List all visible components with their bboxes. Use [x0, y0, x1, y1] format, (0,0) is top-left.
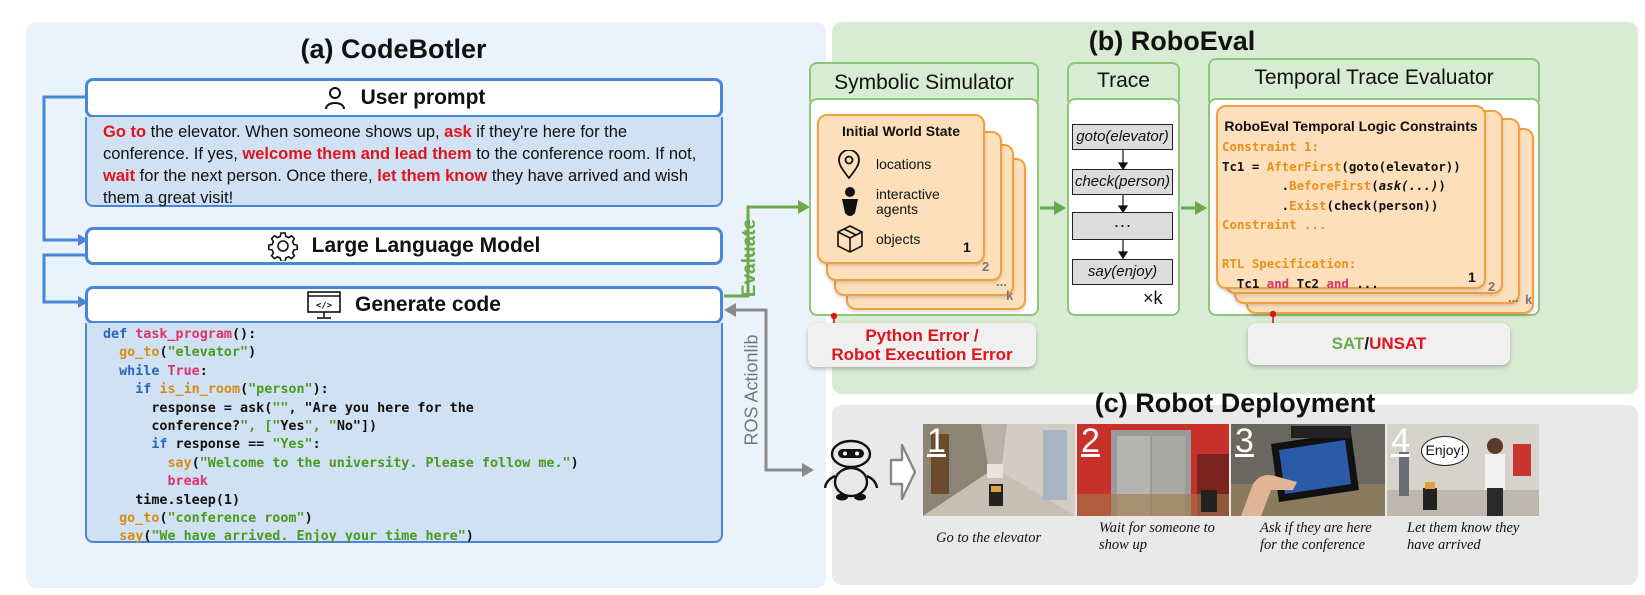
- constraints-code: Constraint 1: Tc1 = AfterFirst(goto(elev…: [1222, 139, 1461, 291]
- interactive-agents-label: interactive agents: [876, 186, 940, 217]
- code-window-icon: </>: [307, 291, 341, 319]
- result-sep: /: [1364, 334, 1370, 353]
- prompt-action: welcome them and lead them: [242, 145, 472, 163]
- trace-multiplier: ×k: [1143, 288, 1163, 308]
- person-icon: [324, 87, 345, 110]
- photo-1-caption: Go to the elevator: [936, 530, 1042, 546]
- photo-3-caption: Ask if they are here for the conference: [1260, 520, 1372, 553]
- evaluate-label: Evaluate: [739, 218, 760, 298]
- prompt-segment: for the next person. Once there,: [135, 167, 378, 185]
- code-line: go_to("elevator"): [119, 345, 257, 361]
- sim-stack-1: 1: [963, 239, 971, 255]
- panel-b-title: (b) RoboEval: [1088, 26, 1256, 56]
- error-line-1: Python Error /: [865, 326, 979, 345]
- photo-ask-screen: 3: [1231, 424, 1385, 516]
- user-prompt-header: User prompt: [85, 78, 723, 118]
- agent-icon: [842, 187, 858, 216]
- code-line: break: [167, 474, 208, 490]
- photo-3-number: 3: [1235, 424, 1254, 460]
- code-line: response = ask("", "Are you here for the: [103, 400, 474, 416]
- sim-stack-2: 2: [982, 259, 990, 274]
- photo-2-caption: Wait for someone to show up: [1099, 520, 1215, 553]
- simulator-title: Symbolic Simulator: [809, 62, 1039, 102]
- photo-1-number: 1: [927, 424, 946, 460]
- svg-text:</>: </>: [316, 301, 333, 311]
- error-line-2: Robot Execution Error: [831, 345, 1013, 364]
- prompt-segment: they have arrived and wish them a great …: [103, 167, 689, 207]
- code-line: if response == "Yes":: [151, 437, 321, 453]
- eval-stack-dots: ...: [1508, 290, 1519, 305]
- prompt-segment: the elevator. When someone shows up,: [146, 123, 445, 141]
- panel-a-title: (a) CodeBotler: [300, 34, 487, 64]
- evaluator-title: Temporal Trace Evaluator: [1208, 58, 1540, 102]
- sim-to-trace-arrow: [1040, 201, 1066, 215]
- photo-2-number: 2: [1081, 424, 1100, 460]
- code-line: def task_program():: [103, 327, 257, 342]
- llm-label: Large Language Model: [311, 234, 541, 257]
- photo-4-caption: Let them know they have arrived: [1407, 520, 1520, 553]
- prompt-action: let them know: [377, 167, 488, 185]
- prompt-segment: if they're here for the conference. If y…: [103, 123, 628, 163]
- deploy-arrow-icon: [889, 443, 917, 501]
- sim-stack-k: k: [1006, 288, 1014, 303]
- sim-stack-dots: ...: [996, 274, 1007, 289]
- trace-step-say: say(enjoy): [1072, 259, 1173, 285]
- evaluate-arrow: [724, 200, 810, 298]
- ros-actionlib-arrow: [724, 303, 814, 477]
- code-line: go_to("conference room"): [119, 511, 313, 527]
- panel-c-title: (c) Robot Deployment: [1094, 388, 1376, 418]
- code-line: say("We have arrived. Enjoy your time he…: [119, 529, 474, 545]
- locations-label: locations: [876, 156, 932, 172]
- unsat-label: UNSAT: [1369, 334, 1427, 353]
- photo-4-number: 4: [1391, 424, 1410, 460]
- trace-step-goto: goto(elevator): [1072, 124, 1173, 150]
- photo-hallway: 1: [923, 424, 1075, 516]
- constraints-title: RoboEval Temporal Logic Constraints: [1224, 118, 1478, 134]
- location-pin-icon: [838, 150, 860, 180]
- code-block: def task_program(): go_to("elevator") wh…: [85, 323, 723, 545]
- trace-step-check: check(person): [1072, 169, 1173, 195]
- photo-elevator: 2: [1077, 424, 1229, 516]
- photo-arrived: 4 Enjoy!: [1387, 424, 1539, 516]
- ros-actionlib-label: ROS Actionlib: [741, 334, 762, 446]
- code-line: if is_in_room("person"):: [135, 382, 329, 398]
- eval-stack-2: 2: [1488, 279, 1496, 294]
- trace-step-dots: ···: [1072, 212, 1173, 240]
- prompt-action: Go to: [103, 123, 147, 141]
- code-line: while True:: [119, 363, 208, 379]
- speech-bubble: Enjoy!: [1421, 436, 1469, 466]
- user-prompt-label: User prompt: [360, 86, 486, 109]
- generate-code-label: Generate code: [355, 293, 501, 316]
- result-box: SAT/UNSAT: [1248, 323, 1510, 365]
- user-prompt-text: Go to the elevator. When someone shows u…: [85, 117, 723, 207]
- objects-label: objects: [876, 231, 921, 247]
- eval-stack-k: k: [1525, 292, 1533, 307]
- eval-stack-1: 1: [1468, 269, 1476, 285]
- code-line: time.sleep(1): [103, 492, 241, 508]
- code-line: conference?", ["Yes", "No"]): [103, 419, 378, 435]
- constraints-card: [1216, 105, 1486, 289]
- llm-box: Large Language Model: [85, 227, 723, 265]
- sat-label: SAT: [1331, 334, 1365, 353]
- feedback-arrows: [42, 95, 88, 308]
- gear-icon: [267, 232, 298, 261]
- trace-arrows: [1117, 150, 1129, 260]
- error-box: Python Error / Robot Execution Error: [808, 323, 1036, 367]
- prompt-action: wait: [103, 167, 136, 185]
- prompt-segment: to the conference room. If not,: [471, 145, 697, 163]
- world-state-card: [817, 114, 985, 264]
- trace-to-evaluator-arrow: [1181, 201, 1207, 215]
- code-line: say("Welcome to the university. Please f…: [167, 455, 579, 471]
- trace-title: Trace: [1067, 62, 1180, 102]
- prompt-action: ask: [444, 123, 472, 141]
- robot-icon: [823, 439, 879, 501]
- box-icon: [837, 225, 863, 253]
- generate-code-header: </> Generate code: [85, 286, 723, 324]
- world-state-title: Initial World State: [842, 123, 960, 139]
